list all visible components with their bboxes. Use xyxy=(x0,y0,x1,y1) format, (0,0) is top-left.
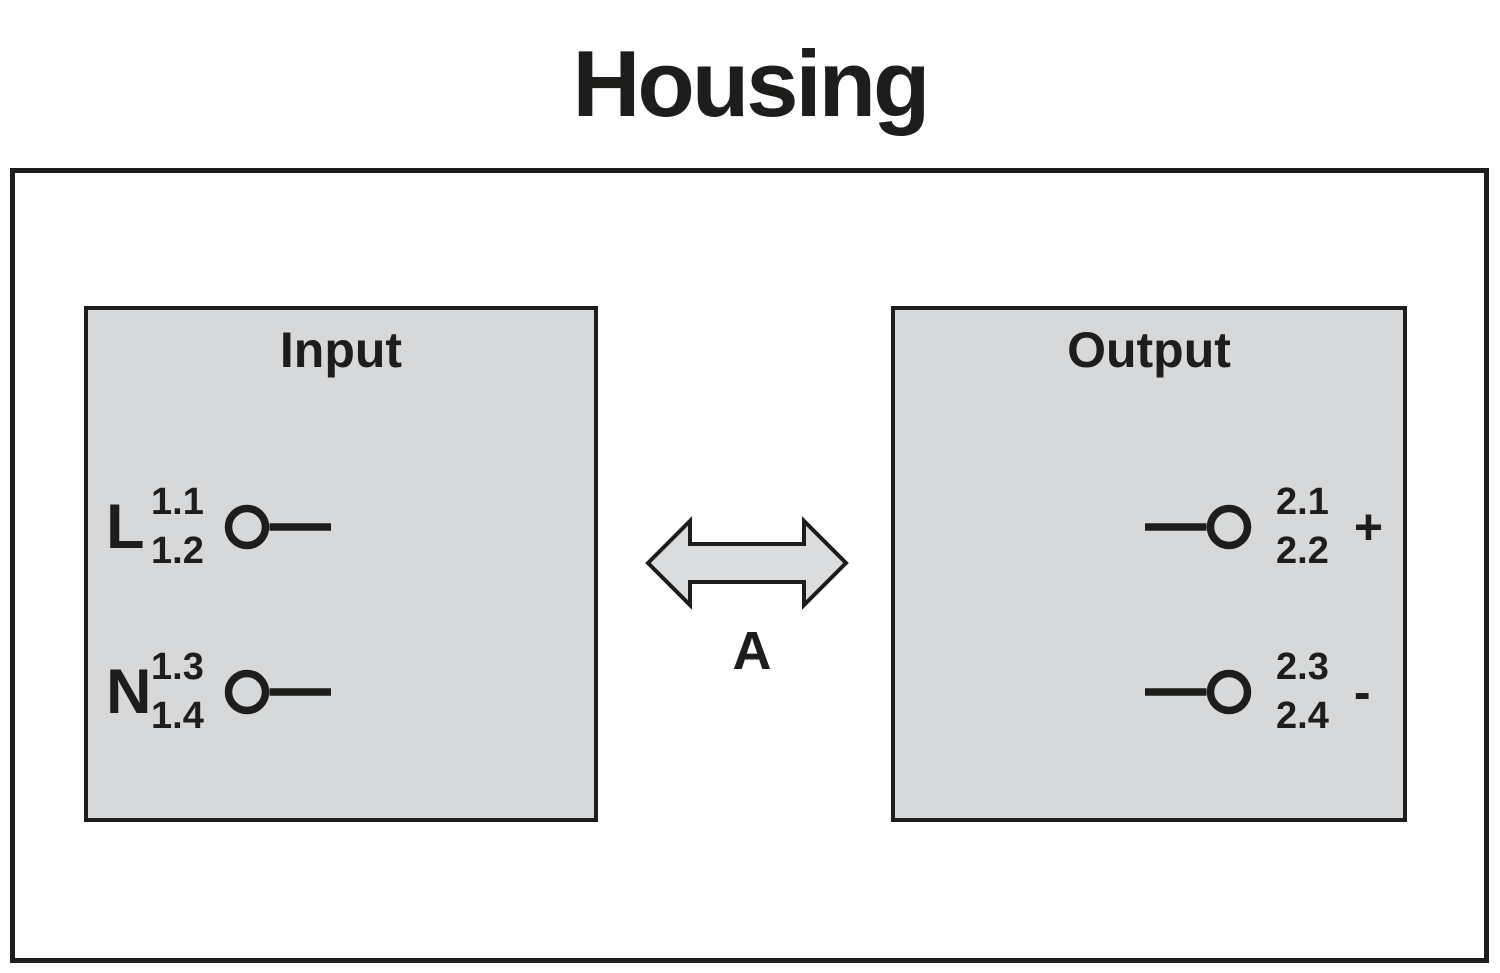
terminal-number-bottom: 1.4 xyxy=(151,695,204,737)
terminal-numbers: 2.1 2.2 xyxy=(1276,478,1329,576)
output-terminal-row-minus: 2.3 2.4 - xyxy=(895,637,1403,747)
input-terminal-contact-icon xyxy=(223,666,335,718)
terminal-number-top: 1.3 xyxy=(151,646,204,688)
input-terminal-row-n: N 1.3 1.4 xyxy=(88,637,594,747)
input-panel: Input L 1.1 1.2 N 1.3 1.4 xyxy=(84,306,598,822)
diagram-title: Housing xyxy=(572,31,931,136)
polarity-plus-sign: + xyxy=(1353,499,1384,555)
arrow-label: A xyxy=(732,621,772,681)
output-panel-header: Output xyxy=(1067,322,1231,378)
terminal-label-l: L xyxy=(106,491,145,562)
input-panel-header: Input xyxy=(279,322,403,378)
terminal-numbers: 1.1 1.2 xyxy=(151,478,204,576)
terminal-number-bottom: 1.2 xyxy=(151,530,204,572)
terminal-number-bottom: 2.2 xyxy=(1276,530,1329,572)
output-terminal-row-plus: 2.1 2.2 + xyxy=(895,472,1403,582)
output-terminal-contact-icon xyxy=(1141,501,1253,553)
terminal-number-top: 1.1 xyxy=(151,481,204,523)
output-panel: Output 2.1 2.2 + 2.3 xyxy=(891,306,1407,822)
terminal-number-bottom: 2.4 xyxy=(1276,695,1329,737)
input-terminal-contact-icon xyxy=(223,501,335,553)
terminal-number-top: 2.1 xyxy=(1276,481,1329,523)
output-terminal-contact-icon xyxy=(1141,666,1253,718)
terminal-numbers: 2.3 2.4 xyxy=(1276,643,1329,741)
terminal-number-top: 2.3 xyxy=(1276,646,1329,688)
input-terminal-row-l: L 1.1 1.2 xyxy=(88,472,594,582)
terminal-numbers: 1.3 1.4 xyxy=(151,643,204,741)
polarity-minus-sign: - xyxy=(1353,664,1371,720)
terminal-label-n: N xyxy=(106,656,152,727)
bidirectional-arrow-icon xyxy=(645,510,849,617)
